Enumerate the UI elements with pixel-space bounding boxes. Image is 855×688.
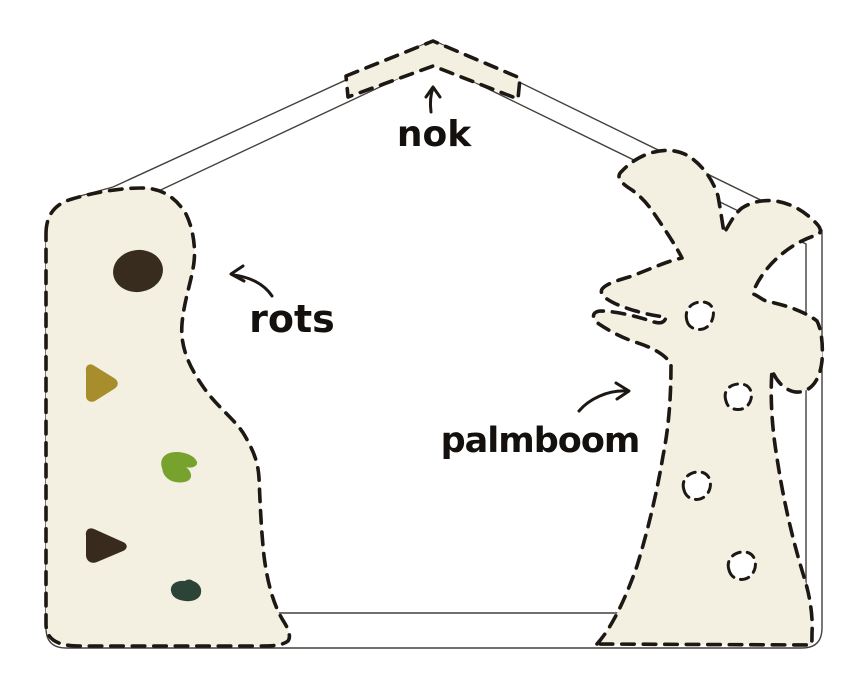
palmboom-arrow — [577, 381, 631, 413]
nok-arrow-head — [424, 85, 442, 99]
triangle-spot-brown — [85, 528, 127, 563]
palmboom-arrow-head — [614, 381, 631, 401]
palm-tree-shape — [591, 148, 825, 647]
rots-arrow-head — [229, 264, 246, 283]
rots-label: rots — [249, 297, 335, 341]
palm-holes — [681, 300, 757, 581]
palm-hole — [684, 300, 715, 331]
palm-hole — [726, 550, 757, 581]
leaf-spot-green — [161, 452, 198, 483]
rock-spots — [85, 249, 202, 602]
round-spot-darkbrown — [113, 249, 163, 293]
annotation-arrows — [229, 85, 631, 413]
palmboom-arrow-shaft — [577, 389, 628, 413]
palmboom-label: palmboom — [441, 421, 640, 461]
nok-label: nok — [397, 114, 472, 155]
ridge-cap-shape — [344, 39, 522, 101]
labels: nok rots palmboom — [249, 114, 640, 461]
nok-arrow — [424, 85, 442, 114]
rots-arrow — [229, 264, 274, 298]
bean-spot-teal — [170, 579, 202, 602]
rock-shape — [44, 186, 292, 648]
palm-hole — [681, 470, 712, 501]
palm-hole — [723, 382, 753, 411]
triangle-spot-olive — [85, 364, 118, 402]
